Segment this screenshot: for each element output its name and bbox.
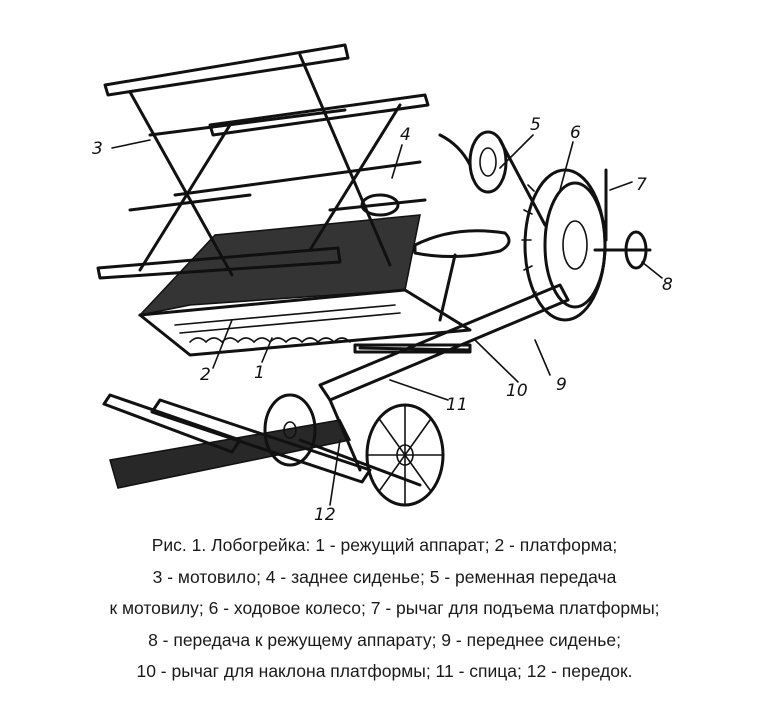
callout-5: 5 xyxy=(530,115,541,135)
callout-12: 12 xyxy=(314,505,336,525)
caption-line: 3 - мотовило; 4 - заднее сиденье; 5 - ре… xyxy=(152,566,617,587)
callout-8: 8 xyxy=(662,275,673,295)
figure-caption: Рис. 1. Лобогрейка: 1 - режущий аппарат;… xyxy=(0,530,769,688)
fore-carriage xyxy=(102,393,422,489)
front-wheel-left xyxy=(263,393,317,467)
leader-lines xyxy=(111,134,663,506)
front-wheel-right xyxy=(365,403,445,507)
callout-6: 6 xyxy=(570,123,581,143)
callout-10: 10 xyxy=(506,381,528,401)
cutter-drive xyxy=(593,230,652,270)
caption-line: 10 - рычаг для наклона платформы; 11 - с… xyxy=(136,661,633,681)
front-seat xyxy=(413,229,511,322)
drive-wheel xyxy=(521,168,607,322)
callout-11: 11 xyxy=(446,395,468,415)
callout-1: 1 xyxy=(254,363,265,383)
callout-7: 7 xyxy=(636,175,647,195)
platform xyxy=(137,214,472,357)
callout-9: 9 xyxy=(556,375,567,395)
caption-line: 8 - передача к режущему аппарату; 9 - пе… xyxy=(148,629,621,650)
callout-2: 2 xyxy=(200,365,211,385)
callout-3: 3 xyxy=(92,139,103,159)
pole-beam xyxy=(318,283,570,402)
caption-line: к мотовилу; 6 - ходовое колесо; 7 - рыча… xyxy=(109,598,660,618)
rear-seat xyxy=(328,193,427,217)
caption-line: Рис. 1. Лобогрейка: 1 - режущий аппарат;… xyxy=(151,535,618,555)
callout-4: 4 xyxy=(400,125,411,145)
harvester-drawing: 3 4 5 6 7 8 2 1 10 9 11 12 xyxy=(92,43,673,525)
